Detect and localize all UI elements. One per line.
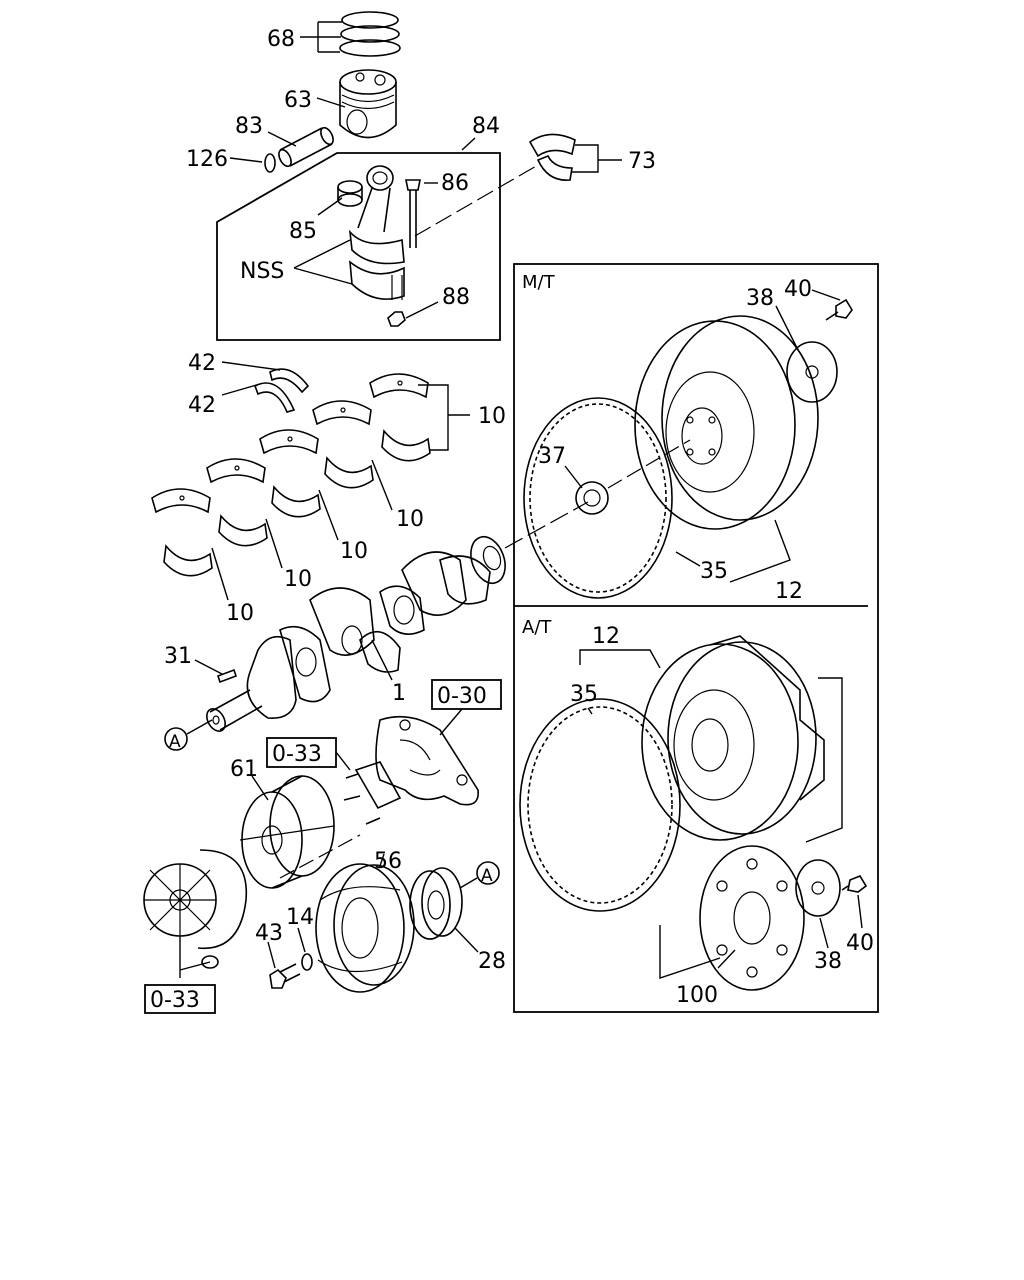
callout-37: 37 <box>538 444 566 469</box>
at-bolt <box>841 875 868 893</box>
crank-key <box>216 668 238 684</box>
callout-14: 14 <box>286 905 314 930</box>
fan-nut <box>201 955 219 969</box>
at-ring-gear <box>519 698 681 912</box>
main-bearings <box>151 373 431 577</box>
connecting-rod <box>348 165 405 300</box>
water-pump <box>343 715 479 825</box>
ref-box-0-33-bottom <box>144 984 216 1014</box>
callout-38-at: 38 <box>814 949 842 974</box>
ref-box-0-30 <box>431 679 502 710</box>
callout-35-at: 35 <box>570 682 598 707</box>
ref-0-30: 0-30 <box>437 684 487 709</box>
thrust-washers <box>254 368 310 413</box>
piston <box>339 69 397 139</box>
ref-0-33-bottom: 0-33 <box>150 988 200 1013</box>
callout-86: 86 <box>441 171 469 196</box>
transmission-options-frame <box>513 263 879 1013</box>
mt-ring-gear <box>523 397 673 599</box>
callout-83: 83 <box>235 114 263 139</box>
callout-73: 73 <box>628 149 656 174</box>
callout-12-at: 12 <box>592 624 620 649</box>
at-plate <box>795 859 841 917</box>
mt-plate <box>786 341 838 403</box>
mt-flywheel <box>634 315 819 530</box>
water-pump-pulley <box>239 775 335 889</box>
callout-126: 126 <box>186 147 228 172</box>
callout-1: 1 <box>392 681 406 706</box>
panel-at-label: A/T <box>522 617 552 638</box>
callout-35-mt: 35 <box>700 559 728 584</box>
pin-bushing <box>337 180 363 207</box>
callout-NSS: NSS <box>240 259 284 284</box>
callout-38-mt: 38 <box>746 286 774 311</box>
callout-56: 56 <box>374 849 402 874</box>
callout-63: 63 <box>284 88 312 113</box>
piston-rings <box>339 11 401 57</box>
callout-40-at: 40 <box>846 931 874 956</box>
piston-pin <box>278 126 334 168</box>
crankshaft-pulley <box>315 863 415 993</box>
callout-61: 61 <box>230 757 258 782</box>
pilot-bearing <box>575 481 609 515</box>
at-flywheel <box>641 635 825 841</box>
callout-42a: 42 <box>188 351 216 376</box>
callout-40-mt: 40 <box>784 277 812 302</box>
connecting-rod-bearing <box>528 133 576 181</box>
mt-bolt <box>825 298 853 321</box>
callout-10e: 10 <box>226 601 254 626</box>
callout-100: 100 <box>676 983 718 1008</box>
callout-A1: A <box>169 732 181 752</box>
ref-0-33-top: 0-33 <box>272 742 322 767</box>
panel-mt-label: M/T <box>522 272 556 293</box>
callout-10a: 10 <box>478 404 506 429</box>
callout-10c: 10 <box>340 539 368 564</box>
rod-nut <box>387 311 406 327</box>
callout-31: 31 <box>164 644 192 669</box>
callout-10d: 10 <box>284 567 312 592</box>
callout-84: 84 <box>472 114 500 139</box>
snap-ring <box>264 153 276 173</box>
pulley-bolt <box>269 963 301 989</box>
callout-85: 85 <box>289 219 317 244</box>
fan-clutch <box>143 849 248 950</box>
rod-bolt <box>405 179 421 248</box>
reference-a-circle-2 <box>476 861 500 885</box>
callout-88: 88 <box>442 285 470 310</box>
callout-12-mt: 12 <box>775 579 803 604</box>
connecting-rod-box <box>216 152 501 341</box>
callout-A2: A <box>481 866 493 886</box>
pulley-washer <box>301 953 313 971</box>
reference-a-circle <box>164 727 188 751</box>
callout-42b: 42 <box>188 393 216 418</box>
callout-43: 43 <box>255 921 283 946</box>
callout-10b: 10 <box>396 507 424 532</box>
callout-68: 68 <box>267 27 295 52</box>
flexplate <box>699 845 805 991</box>
callout-28: 28 <box>478 949 506 974</box>
crankshaft <box>206 535 506 732</box>
crankshaft-gear <box>409 867 463 940</box>
